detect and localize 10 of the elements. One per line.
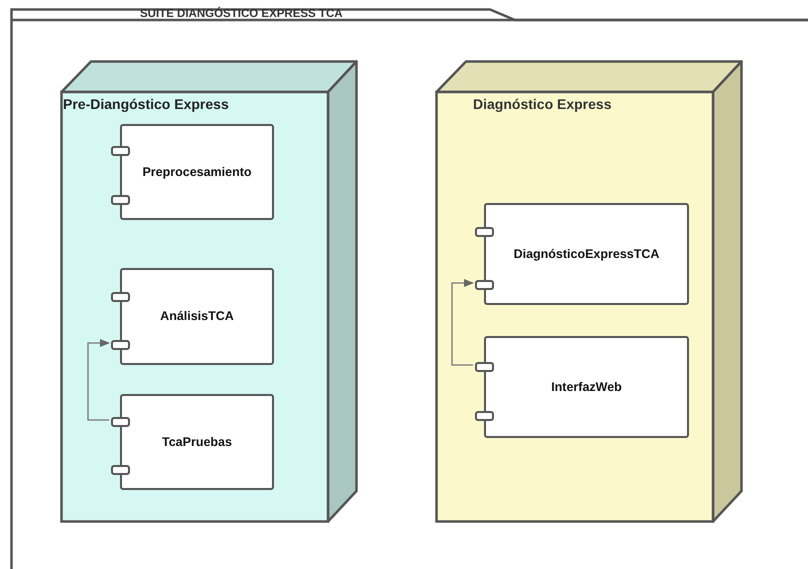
package-title: SUITE DIANGÓSTICO EXPRESS TCA <box>140 9 343 19</box>
component-name: TcaPruebas <box>162 434 232 451</box>
node-title: Pre-Diangóstico Express <box>63 95 229 114</box>
connector-arrow <box>87 339 110 421</box>
component-name: Preprocesamiento <box>142 164 252 181</box>
component-name: DiagnósticoExpressTCA <box>514 246 660 263</box>
component-name: InterfazWeb <box>551 378 622 396</box>
component-name: AnálisisTCA <box>160 308 234 326</box>
node-title: Diagnóstico Express <box>473 95 612 114</box>
connector-arrow <box>451 279 474 366</box>
